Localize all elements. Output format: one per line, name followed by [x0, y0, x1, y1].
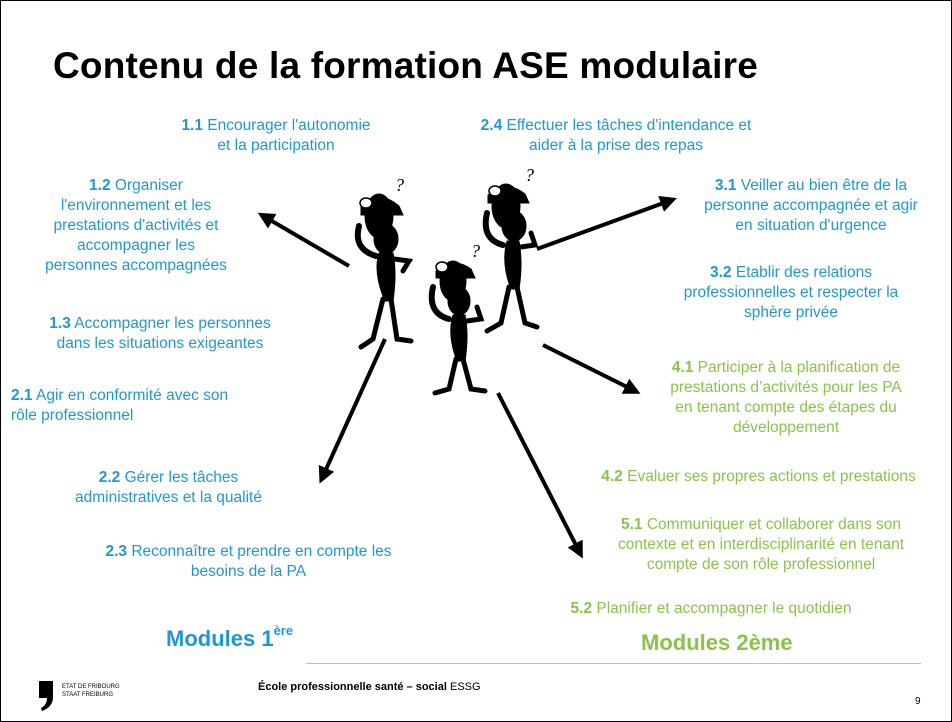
school-name-bold: École professionnelle santé – social	[258, 681, 447, 693]
item-1-3: 1.3 Accompagner les personnes dans les s…	[15, 314, 305, 354]
arrow-to-1-2	[257, 212, 351, 268]
item-5-1: 5.1 Communiquer et collaborer dans son c…	[576, 515, 946, 575]
item-number: 5.1	[620, 516, 643, 533]
item-text: Participer à la planification de prestat…	[670, 359, 902, 436]
canton-fribourg-logo: ETAT DE FRIBOURG STAAT FREIBURG	[38, 681, 120, 711]
thinking-figure-left: ?	[354, 175, 414, 350]
item-2-2: 2.2 Gérer les tâches administratives et …	[46, 468, 291, 508]
arrow-to-2-2	[318, 338, 387, 484]
modules-first-sup: ère	[273, 623, 294, 638]
item-number: 1.3	[49, 315, 71, 332]
logo-line-1: ETAT DE FRIBOURG	[62, 684, 120, 690]
item-number: 2.2	[98, 469, 121, 486]
modules-second-year-heading: Modules 2ème	[641, 630, 793, 656]
fribourg-logo-icon	[39, 681, 53, 711]
item-number: 2.4	[480, 117, 503, 134]
item-number: 1.1	[181, 117, 203, 134]
item-text: Gérer les tâches administratives et la q…	[75, 469, 262, 506]
item-number: 2.3	[105, 543, 128, 560]
item-1-1: 1.1 Encourager l'autonomie et la partici…	[151, 116, 401, 156]
question-mark: ?	[525, 165, 534, 185]
item-number: 3.1	[714, 177, 737, 194]
arrow-to-3-1	[536, 195, 677, 251]
school-name-suffix: ESSG	[446, 681, 481, 693]
modules-first-label: Modules 1	[166, 626, 274, 651]
item-text: Accompagner les personnes dans les situa…	[56, 315, 271, 352]
item-number: 2.1	[11, 387, 33, 404]
item-2-1: 2.1 Agir en conformité avec son rôle pro…	[11, 386, 271, 426]
slide-title: Contenu de la formation ASE modulaire	[53, 45, 758, 86]
modules-first-year-heading: Modules 1ère	[166, 623, 294, 652]
thinking-figure-right: ?	[482, 165, 540, 334]
item-text: Communiquer et collaborer dans son conte…	[617, 516, 905, 573]
item-text: Reconnaître et prendre en compte les bes…	[131, 543, 392, 580]
item-number: 1.2	[89, 177, 111, 194]
item-1-2: 1.2 Organiser l'environnement et les pre…	[21, 176, 251, 276]
arrow-to-4-1	[542, 343, 641, 394]
item-number: 5.2	[570, 600, 593, 617]
modules-second-label: Modules 2ème	[641, 630, 793, 655]
arrow-to-5-1	[496, 392, 583, 559]
item-4-1: 4.1 Participer à la planification de pre…	[641, 358, 931, 438]
item-number: 4.1	[671, 359, 694, 376]
page-number: 9	[915, 696, 921, 707]
footer-divider	[306, 663, 921, 664]
item-2-4: 2.4 Effectuer les tâches d'intendance et…	[441, 116, 791, 156]
item-text: Agir en conformité avec son rôle profess…	[11, 387, 229, 424]
arrows	[257, 195, 677, 559]
item-number: 4.2	[601, 468, 623, 485]
item-text: Organiser l'environnement et les prestat…	[45, 177, 227, 274]
item-5-2: 5.2 Planifier et accompagner le quotidie…	[526, 599, 896, 619]
item-text: Effectuer les tâches d'intendance et aid…	[506, 117, 752, 154]
logo-text: ETAT DE FRIBOURG STAAT FREIBURG	[62, 683, 120, 699]
item-3-2: 3.2 Etablir des relations professionnell…	[661, 263, 921, 323]
item-number: 3.2	[710, 264, 732, 281]
thinking-figure-middle: ?	[428, 241, 488, 396]
school-name: École professionnelle santé – social ESS…	[258, 681, 481, 693]
item-text: Evaluer ses propres actions et prestatio…	[622, 468, 916, 485]
item-text: Etablir des relations professionnelles e…	[683, 264, 899, 321]
item-3-1: 3.1 Veiller au bien être de la personne …	[681, 176, 941, 236]
item-4-2: 4.2 Evaluer ses propres actions et prest…	[566, 467, 951, 487]
logo-line-2: STAAT FREIBURG	[62, 692, 114, 698]
item-2-3: 2.3 Reconnaître et prendre en compte les…	[101, 542, 396, 582]
question-mark: ?	[471, 241, 480, 261]
item-text: Encourager l'autonomie et la participati…	[207, 117, 371, 154]
item-text: Veiller au bien être de la personne acco…	[704, 177, 918, 234]
item-text: Planifier et accompagner le quotidien	[592, 600, 852, 617]
question-mark: ?	[395, 175, 404, 195]
